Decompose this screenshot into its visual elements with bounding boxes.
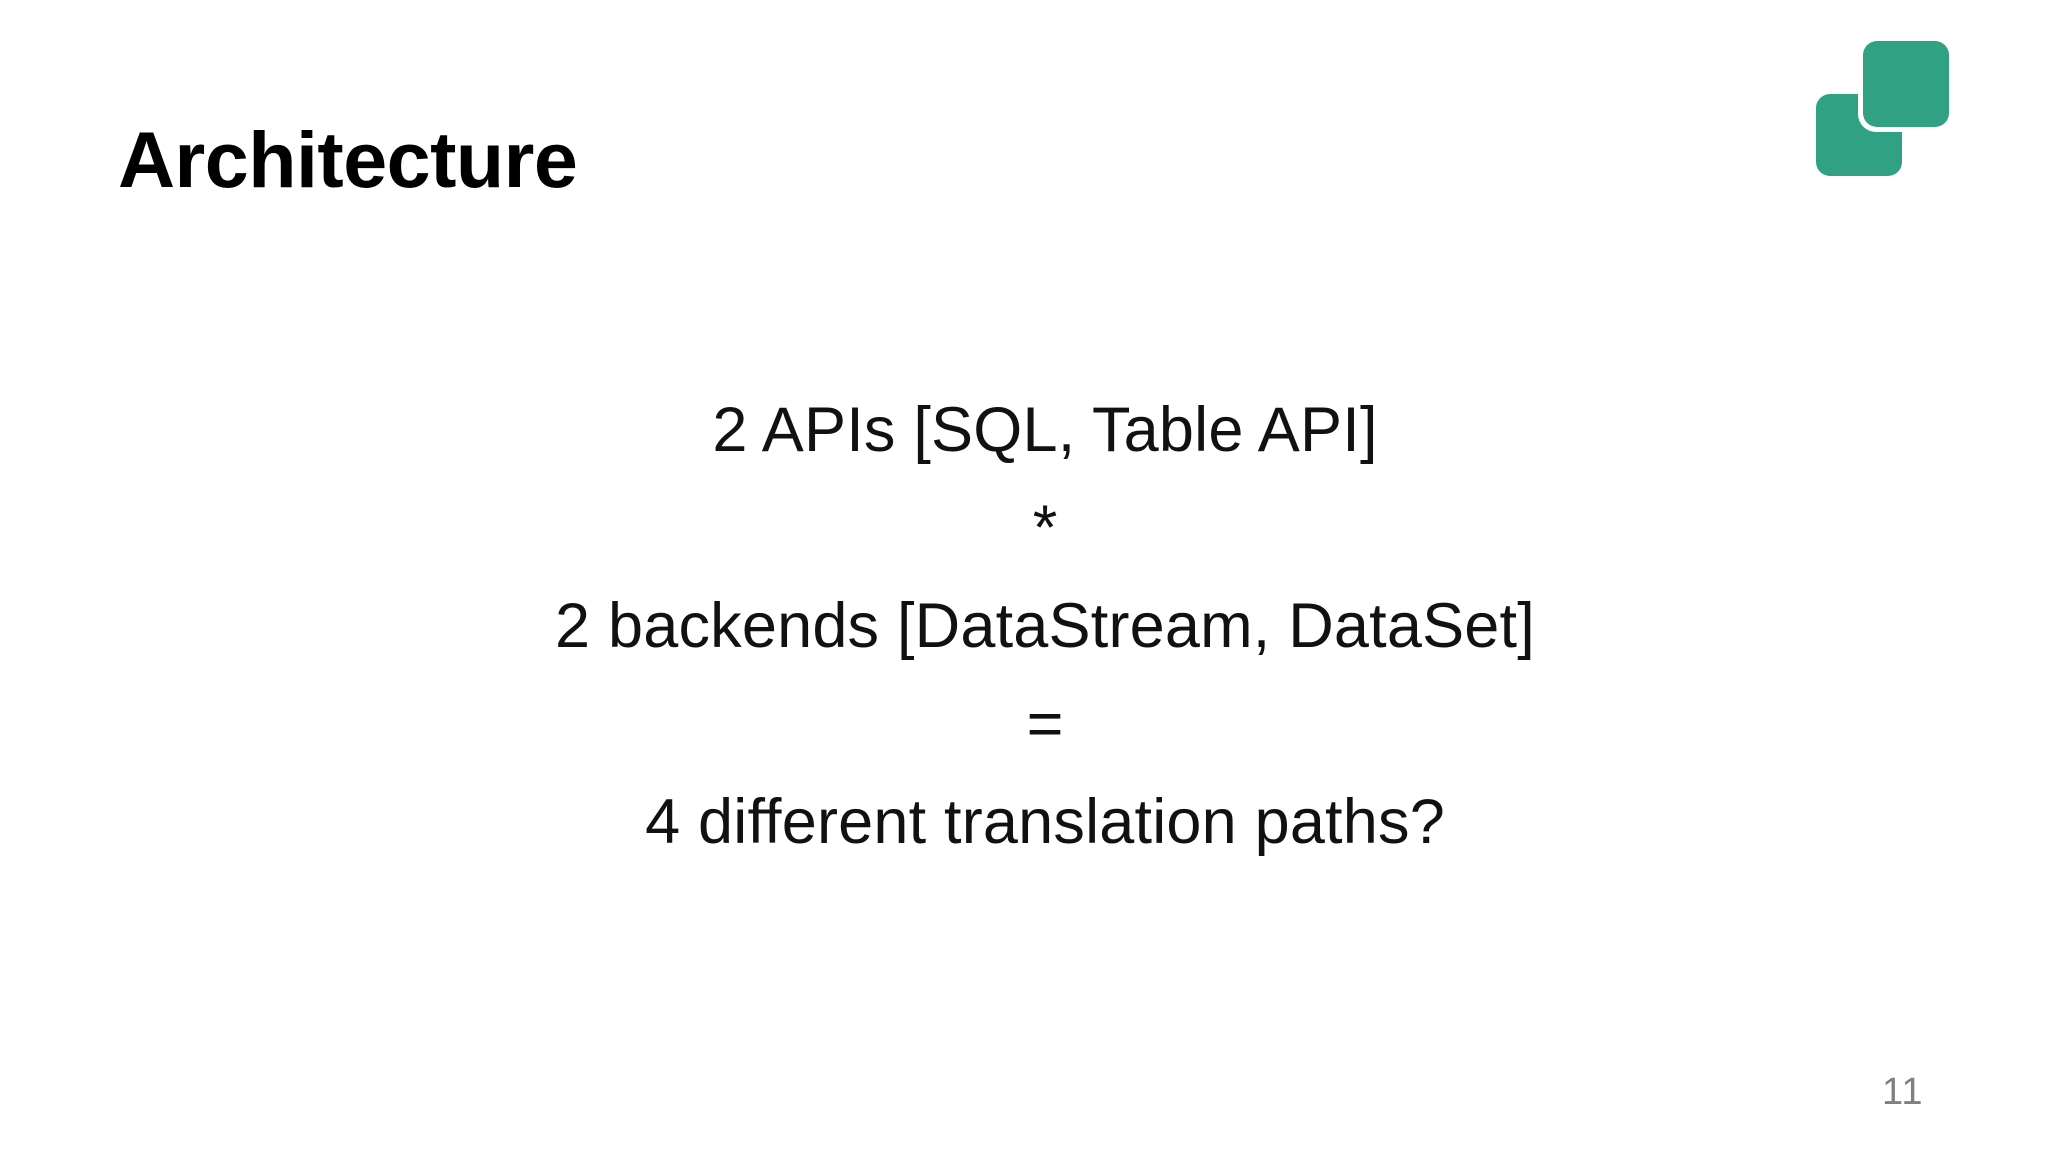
body-line-backends: 2 backends [DataStream, DataSet] (555, 591, 1535, 661)
logo-square-front-icon (1863, 41, 1949, 127)
slide-body: 2 APIs [SQL, Table API] * 2 backends [Da… (0, 380, 2048, 872)
body-line-multiply-operator: * (1032, 493, 1058, 563)
body-line-apis: 2 APIs [SQL, Table API] (712, 395, 1378, 465)
page-number: 11 (1882, 1071, 1924, 1113)
body-line-translation-paths: 4 different translation paths? (645, 787, 1445, 857)
body-line-equals-operator: = (1026, 689, 1064, 759)
brand-logo (1812, 36, 1958, 180)
page-title: Architecture (118, 114, 578, 204)
